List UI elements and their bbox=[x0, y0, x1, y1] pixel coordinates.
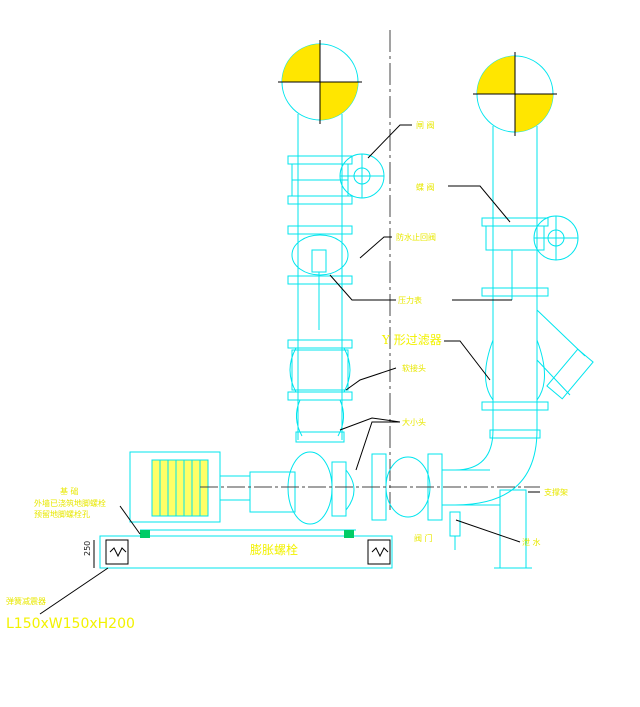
label-base-2: 外墙已浇筑地脚螺栓 bbox=[34, 498, 106, 508]
label-drain-valve: 阀 门 bbox=[414, 533, 433, 543]
pump-assembly bbox=[129, 451, 540, 550]
label-anchor: 膨胀螺栓 bbox=[250, 542, 298, 557]
label-filter: Y 形过滤器 bbox=[381, 333, 442, 347]
label-isolator-size: L150xW150xH200 bbox=[6, 616, 135, 632]
leaders bbox=[39, 124, 540, 615]
label-base-3: 预留地脚螺栓孔 bbox=[34, 509, 90, 519]
label-drain: 泄 水 bbox=[522, 537, 541, 547]
pump-base: 250 bbox=[83, 529, 393, 569]
label-valve-a: 闸 阀 bbox=[416, 121, 435, 130]
dim-250: 250 bbox=[83, 541, 92, 556]
left-riser bbox=[278, 40, 385, 443]
label-support: 支撑架 bbox=[544, 487, 568, 497]
label-check-valve: 防水止回阀 bbox=[396, 232, 436, 242]
label-base-1: 基 础 bbox=[60, 486, 79, 496]
label-flex-joint: 软接头 bbox=[402, 363, 426, 373]
label-pressure-gauge: 压力表 bbox=[398, 295, 422, 305]
label-isolator: 弹簧减震器 bbox=[6, 596, 46, 606]
right-riser bbox=[454, 52, 594, 569]
label-valve-b: 蝶 阀 bbox=[416, 182, 435, 192]
label-reducer: 大小头 bbox=[402, 417, 426, 427]
